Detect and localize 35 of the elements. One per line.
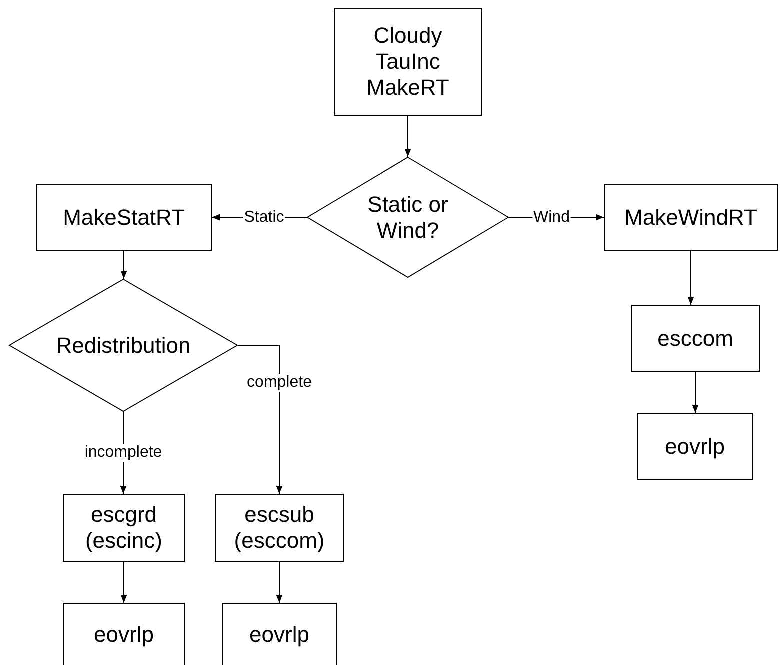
arrow [120, 562, 128, 604]
edge-label: incomplete [84, 444, 164, 462]
node-label: esccom [658, 326, 734, 352]
process-box [631, 305, 760, 372]
node-label: TauInc [376, 49, 440, 75]
arrow [404, 116, 412, 158]
node-label: MakeWindRT [624, 204, 758, 230]
node-label: eovrlp [665, 434, 725, 460]
node-label: escgrd [90, 502, 158, 528]
node-label: Cloudy [374, 23, 442, 49]
node-label: eovrlp [94, 622, 154, 648]
process-box [637, 413, 753, 480]
arrow [688, 250, 694, 306]
edge-label: complete [246, 374, 313, 392]
process-box [215, 494, 344, 562]
process-box [222, 603, 337, 665]
arrow [692, 372, 699, 414]
process-box [334, 8, 482, 116]
node-label: Redistribution [56, 332, 191, 358]
node-label: Static or Wind? [366, 192, 450, 244]
node-label: (esccom) [234, 528, 325, 554]
node-label: eovrlp [250, 622, 310, 648]
arrow [276, 562, 283, 604]
process-box [63, 603, 185, 665]
arrow [120, 250, 128, 280]
node-label: MakeStatRT [63, 204, 185, 230]
arrow [238, 345, 283, 494]
process-box [63, 494, 185, 562]
node-label: escsub [244, 502, 314, 528]
node-label: MakeRT [366, 75, 450, 101]
decision-diamond [9, 279, 238, 412]
node-label: (escinc) [85, 528, 162, 554]
process-box [604, 184, 778, 251]
decision-diamond [307, 157, 509, 278]
process-box [36, 184, 212, 251]
